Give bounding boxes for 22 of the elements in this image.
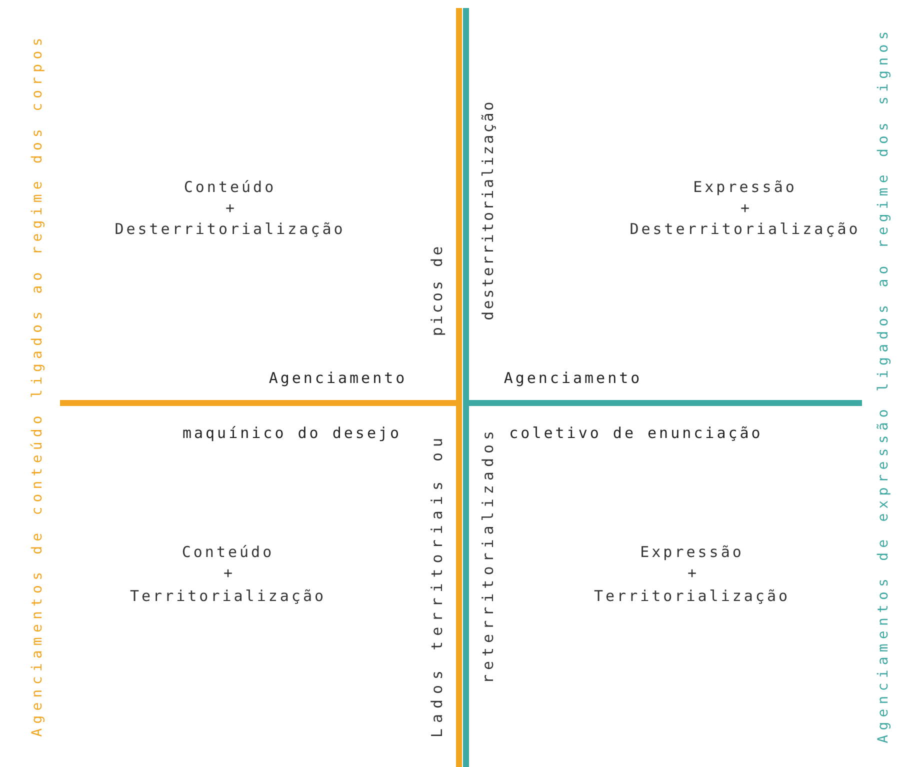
label-text: coletivo de enunciação [509, 424, 763, 442]
label-text: + [225, 200, 235, 216]
label-text: Desterritorialização [630, 220, 860, 238]
vertical-label: desterritorialização [480, 100, 496, 320]
label-text: Territorialização [130, 588, 326, 604]
label-text: + [687, 564, 697, 582]
label-text: Conteúdo [182, 544, 274, 560]
label-text: Desterritorialização [114, 220, 346, 238]
label-text: + [740, 200, 750, 216]
vertical-label: Lados territoriais ou [428, 432, 446, 738]
label-text: Territorialização [594, 588, 790, 604]
label-text: maquínico do desejo [182, 424, 402, 442]
label-text: Agenciamento [268, 370, 408, 386]
label-text: + [223, 564, 233, 582]
label-text: Expressão [640, 544, 744, 560]
label-text: Expressão [693, 178, 797, 196]
label-text: Agenciamento [504, 370, 642, 386]
vertical-label: picos de [428, 244, 446, 336]
vertical-label: Agenciamentos de expressão ligados ao regime dos signos [876, 26, 892, 744]
vertical-label: Agenciamentos de conteúdo ligados ao regime dos corpos [30, 33, 46, 737]
vertical-label: reterritorializados [480, 426, 496, 684]
label-text: Conteúdo [184, 178, 276, 196]
